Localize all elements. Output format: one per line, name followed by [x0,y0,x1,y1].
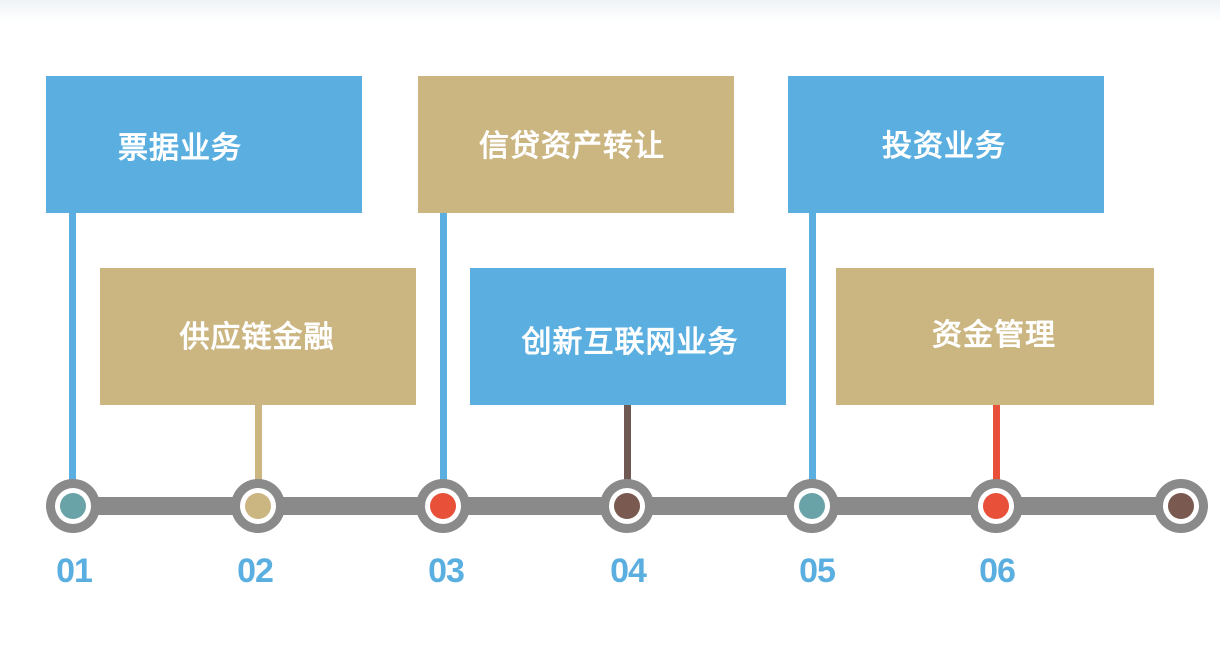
node-dot-04 [614,493,640,519]
step-box-06: 资金管理 [836,268,1154,405]
step-number-05: 05 [799,552,836,590]
connector-04 [624,404,631,502]
step-label-06: 资金管理 [932,317,1056,353]
node-dot-end [1168,493,1194,519]
node-dot-06 [983,493,1009,519]
node-dot-02 [245,493,271,519]
step-number-03: 03 [428,552,465,590]
step-number-01: 01 [56,552,93,590]
step-label-05: 投资业务 [882,128,1006,164]
node-dot-05 [799,493,825,519]
top-glow [0,0,1220,22]
step-label-02: 供应链金融 [179,319,335,355]
node-dot-01 [60,493,86,519]
step-number-06: 06 [979,552,1016,590]
timeline-node-end [1154,479,1208,533]
step-label-03: 信贷资产转让 [479,128,665,164]
timeline-node-06 [969,479,1023,533]
connector-02 [255,404,262,502]
connector-06 [993,404,1000,502]
step-box-02: 供应链金融 [100,268,416,405]
step-number-04: 04 [610,552,647,590]
step-label-01: 票据业务 [118,130,242,166]
timeline-node-05 [785,479,839,533]
connector-03 [440,212,447,502]
step-number-02: 02 [237,552,274,590]
step-box-05: 投资业务 [788,76,1104,213]
timeline-node-03 [416,479,470,533]
timeline-node-02 [231,479,285,533]
step-label-04: 创新互联网业务 [521,324,739,360]
timeline-node-01 [46,479,100,533]
step-box-01: 票据业务 [46,76,362,213]
connector-01 [69,212,76,502]
step-box-04: 创新互联网业务 [470,268,786,405]
node-dot-03 [430,493,456,519]
step-box-03: 信贷资产转让 [418,76,734,213]
connector-05 [809,212,816,502]
timeline-node-04 [600,479,654,533]
